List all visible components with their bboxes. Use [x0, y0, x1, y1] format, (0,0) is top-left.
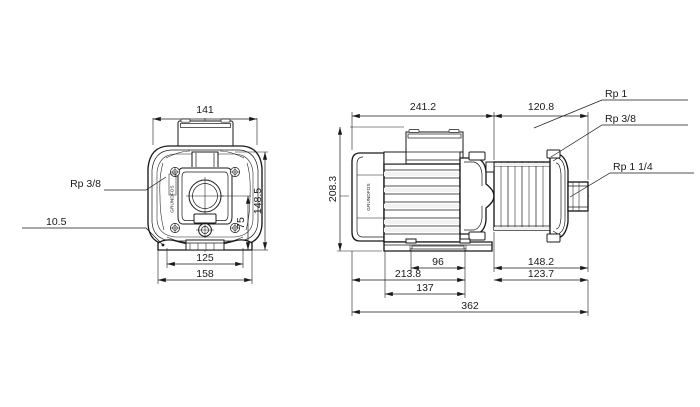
- side-dimension-241-2: 241.2: [351, 101, 495, 160]
- dim-label-158: 158: [196, 268, 214, 280]
- side-dimension-213-8: 213.8: [351, 251, 465, 284]
- side-dimension-137: 137: [384, 251, 466, 298]
- callout-label-rp38-front: Rp 3/8: [70, 178, 101, 190]
- dim-label-148-2: 148.2: [528, 256, 554, 268]
- front-dimension-125: 125: [166, 248, 244, 268]
- callout-label-rp38-side: Rp 3/8: [605, 113, 636, 125]
- dim-label-123-7: 123.7: [528, 268, 554, 280]
- front-bolt-bosses: [170, 167, 240, 233]
- side-dimension-208-3: 208.3: [327, 126, 404, 252]
- side-view-group: GRUNDFOS: [327, 88, 694, 316]
- side-discharge-port: [485, 161, 495, 173]
- callout-label-rp1: Rp 1: [605, 88, 627, 100]
- side-callout-rp1: Rp 1: [533, 88, 688, 129]
- dim-label-137: 137: [416, 282, 434, 294]
- side-callout-rp38-side: Rp 3/8: [550, 113, 688, 158]
- dim-label-120-8: 120.8: [528, 101, 554, 113]
- dim-label-96: 96: [432, 256, 444, 268]
- side-pump-head: [546, 149, 569, 243]
- side-dimension-123-7: 123.7: [494, 268, 588, 283]
- dim-label-148-5: 148.5: [252, 188, 264, 214]
- dim-label-213-8: 213.8: [395, 268, 421, 280]
- side-callout-rp114: Rp 1 1/4: [569, 161, 694, 198]
- callout-label-10-5: 10.5: [46, 216, 67, 228]
- side-motor-body: [383, 151, 464, 243]
- front-brand-plate: GRUNDFOS: [168, 173, 177, 213]
- side-dimension-96: 96: [410, 248, 466, 272]
- bolt-boss-tl: [170, 167, 180, 177]
- side-dimension-148-2: 148.2: [493, 212, 589, 272]
- dim-label-241-2: 241.2: [410, 101, 436, 113]
- side-pump-chamber: [493, 161, 551, 231]
- callout-label-rp114: Rp 1 1/4: [613, 161, 653, 173]
- front-base-foot: [157, 239, 253, 251]
- front-body-neck: [191, 151, 219, 167]
- dim-label-362: 362: [461, 300, 479, 312]
- side-dimension-120-8: 120.8: [494, 101, 589, 180]
- dim-label-125: 125: [196, 252, 214, 264]
- front-dimension-148-5: 148.5: [235, 151, 268, 251]
- front-drain-boss: [193, 213, 217, 238]
- bolt-boss-br: [230, 223, 240, 233]
- side-brand-text: GRUNDFOS: [366, 183, 371, 211]
- side-dimension-362: 362: [351, 280, 589, 316]
- dim-label-75: 75: [235, 217, 247, 229]
- dim-label-141: 141: [196, 104, 214, 116]
- side-motor-adapter: [459, 151, 495, 241]
- front-dimension-141: 141: [152, 104, 258, 145]
- front-view-group: GRUNDFOS 141: [22, 104, 268, 284]
- dim-label-208-3: 208.3: [327, 176, 339, 202]
- front-callout-10-5: 10.5: [22, 216, 165, 247]
- bolt-boss-tr: [230, 167, 240, 177]
- front-brand-text: GRUNDFOS: [170, 185, 175, 213]
- front-dimension-158: 158: [157, 248, 253, 284]
- side-fan-cover: GRUNDFOS: [351, 152, 385, 242]
- front-dimension-75: 75: [221, 195, 251, 250]
- front-callout-rp38: Rp 3/8: [70, 176, 167, 191]
- side-terminal-box: [405, 129, 464, 165]
- bolt-boss-bl: [170, 223, 180, 233]
